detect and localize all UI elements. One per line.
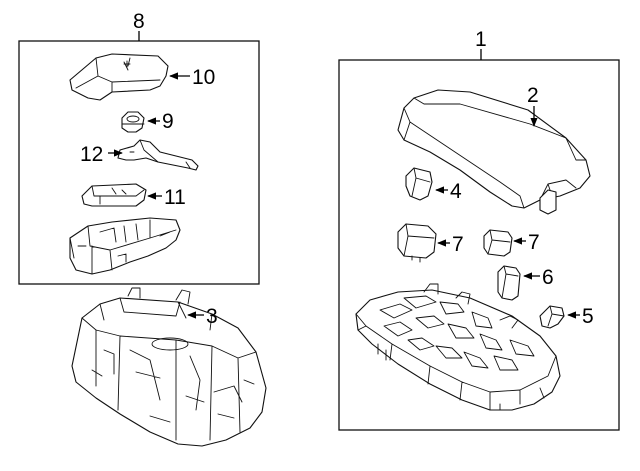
callout-3: 3 (206, 305, 218, 328)
part-2-cover (397, 89, 591, 215)
callout-8: 8 (133, 10, 145, 33)
callout-12: 12 (80, 143, 103, 166)
callout-5: 5 (582, 305, 594, 328)
part-5-clip (539, 305, 565, 329)
callout-6: 6 (542, 266, 554, 289)
part-12-bracket (117, 139, 199, 171)
callout-1: 1 (475, 28, 487, 51)
fuse-box-housing (355, 283, 561, 411)
part-6-fuse (497, 265, 521, 301)
group-box-1 (338, 59, 620, 431)
part-7-relay-small (483, 229, 513, 257)
callout-11: 11 (164, 186, 186, 209)
callout-7-left: 7 (452, 233, 464, 256)
part-10-cover (69, 53, 169, 101)
callout-9: 9 (162, 110, 174, 133)
part-9-nut (121, 111, 145, 133)
callout-4: 4 (450, 180, 462, 203)
part-11-plate (81, 183, 147, 207)
part-7-relay-large (397, 223, 437, 263)
lower-housing-group-8 (69, 217, 181, 275)
callout-10: 10 (192, 66, 215, 89)
callout-2: 2 (527, 84, 539, 107)
part-3-tray (71, 287, 267, 447)
part-4-clip (405, 167, 433, 201)
callout-7-right: 7 (528, 231, 540, 254)
